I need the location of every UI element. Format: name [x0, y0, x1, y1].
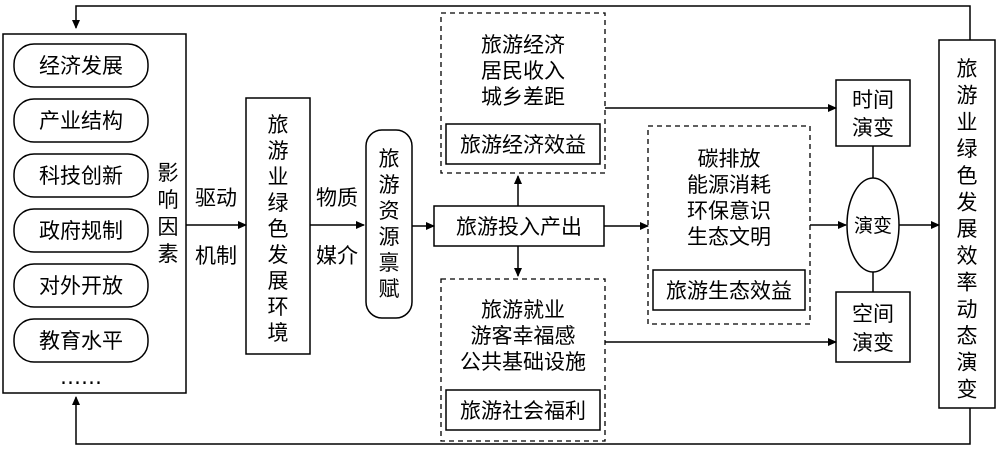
economic-line: 居民收入: [481, 59, 565, 83]
social-title-box: [445, 389, 601, 431]
result-label: 旅游业绿色发展效率动态演变: [957, 57, 978, 401]
ecological-title: 旅游生态效益: [666, 279, 792, 303]
economic-line: 城乡差距: [481, 85, 565, 109]
result-text: 旅游业绿色发展效率动态演变: [957, 57, 978, 401]
feedback-bottom-line: [72, 396, 971, 445]
ecological-line: 碳排放: [698, 147, 761, 171]
social-line: 游客幸福感: [471, 324, 576, 348]
factor-pill: [13, 208, 149, 253]
center-label: 旅游投入产出: [456, 215, 582, 239]
social-line: 公共基础设施: [460, 350, 586, 374]
environment-text: 旅游业绿色发展环境: [268, 113, 289, 345]
endowment-label: 旅游资源禀赋: [379, 147, 400, 301]
social-box: [440, 278, 606, 442]
environment-box: [245, 97, 311, 355]
evolution-center-label: 演变: [854, 215, 892, 237]
factor-pill: [13, 153, 149, 198]
factors-more: ……: [60, 365, 102, 389]
environment-label: 旅游业绿色发展环境: [268, 113, 289, 345]
economic-line: 旅游经济: [481, 33, 565, 57]
space-evolution-line1: 空间: [852, 302, 894, 326]
factor-label: 对外开放: [39, 274, 123, 298]
endowment-box: [365, 129, 413, 319]
social-title: 旅游社会福利: [460, 399, 586, 423]
ecological-title-box: [652, 269, 806, 311]
factor-pill: [13, 43, 149, 88]
medium-label-bottom: 媒介: [316, 244, 358, 268]
medium-label-top: 物质: [316, 186, 358, 210]
time-evolution-line2: 演变: [852, 116, 894, 140]
social-line: 旅游就业: [481, 298, 565, 322]
factor-pill: [13, 98, 149, 143]
economic-title: 旅游经济效益: [460, 133, 586, 157]
factors-side-text: 影响因素: [158, 161, 179, 266]
economic-title-box: [445, 123, 601, 165]
endowment-text: 旅游资源禀赋: [379, 147, 400, 301]
ecological-line: 环保意识: [687, 199, 771, 223]
factor-pill: [13, 263, 149, 308]
factor-label: 科技创新: [39, 164, 123, 188]
factor-label: 经济发展: [39, 54, 123, 78]
economic-box: [440, 12, 606, 174]
drive-label-top: 驱动: [195, 186, 237, 210]
factor-label: 产业结构: [39, 109, 123, 133]
feedback-top-line: [72, 5, 971, 40]
time-evolution-line1: 时间: [852, 88, 894, 112]
factor-label: 政府规制: [39, 219, 123, 243]
result-box: [938, 39, 996, 409]
factor-pill: [13, 318, 149, 363]
factor-label: 教育水平: [39, 329, 123, 353]
factors-side-label: 影响因素: [158, 161, 179, 266]
factors-container: [2, 33, 187, 394]
ecological-line: 生态文明: [687, 225, 771, 249]
ecological-line: 能源消耗: [687, 173, 771, 197]
space-evolution-line2: 演变: [852, 331, 894, 355]
drive-label-bottom: 机制: [195, 244, 237, 268]
